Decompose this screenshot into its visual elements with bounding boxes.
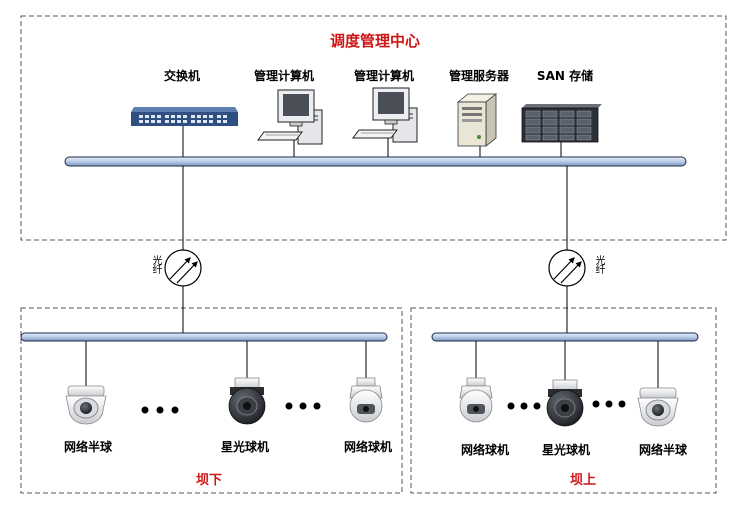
control-center-zone <box>20 15 727 241</box>
dome-camera-icon <box>65 385 107 425</box>
camera-drop-lines <box>85 341 659 388</box>
upstream-zone-label: 坝上 <box>569 473 597 488</box>
upstream-camera-3-label: 网络半球 <box>638 443 688 457</box>
downstream-bus <box>20 332 388 342</box>
ptz-camera-icon <box>546 379 584 427</box>
ptz-camera-icon <box>228 377 266 425</box>
speed-dome-camera-icon <box>459 377 493 423</box>
dome-camera-icon <box>637 387 679 427</box>
tower-server-icon <box>456 93 498 147</box>
network-switch-icon <box>131 107 238 126</box>
computer-2-label: 管理计算机 <box>353 69 415 83</box>
upstream-camera-2-label: 星光球机 <box>541 443 591 457</box>
fiber-uplinks <box>182 166 568 333</box>
left-fiber-label: 光纤 <box>150 255 161 273</box>
server-label: 管理服务器 <box>448 69 510 83</box>
left-fiber-transceiver-icon <box>164 249 202 287</box>
switch-label: 交换机 <box>163 69 201 83</box>
desktop-computer-icon <box>257 89 323 145</box>
diagram-title: 调度管理中心 <box>329 32 421 50</box>
device-drop-lines <box>182 126 562 157</box>
upstream-camera-1-label: 网络球机 <box>460 443 510 457</box>
desktop-computer-icon <box>352 87 418 143</box>
downstream-camera-2-label: 星光球机 <box>220 440 270 454</box>
upstream-bus <box>431 332 699 342</box>
san-storage-icon <box>521 104 602 143</box>
downstream-zone <box>20 307 403 494</box>
downstream-camera-3-label: 网络球机 <box>343 440 393 454</box>
speed-dome-camera-icon <box>349 377 383 423</box>
downstream-zone-label: 坝下 <box>195 473 223 488</box>
computer-1-label: 管理计算机 <box>253 69 315 83</box>
san-storage-label: SAN 存储 <box>536 69 594 83</box>
right-fiber-transceiver-icon <box>548 249 586 287</box>
downstream-camera-1-label: 网络半球 <box>63 440 113 454</box>
core-network-bus <box>64 156 687 167</box>
more-cameras-ellipsis <box>141 400 626 414</box>
right-fiber-label: 光纤 <box>593 255 604 273</box>
upstream-zone <box>410 307 717 494</box>
